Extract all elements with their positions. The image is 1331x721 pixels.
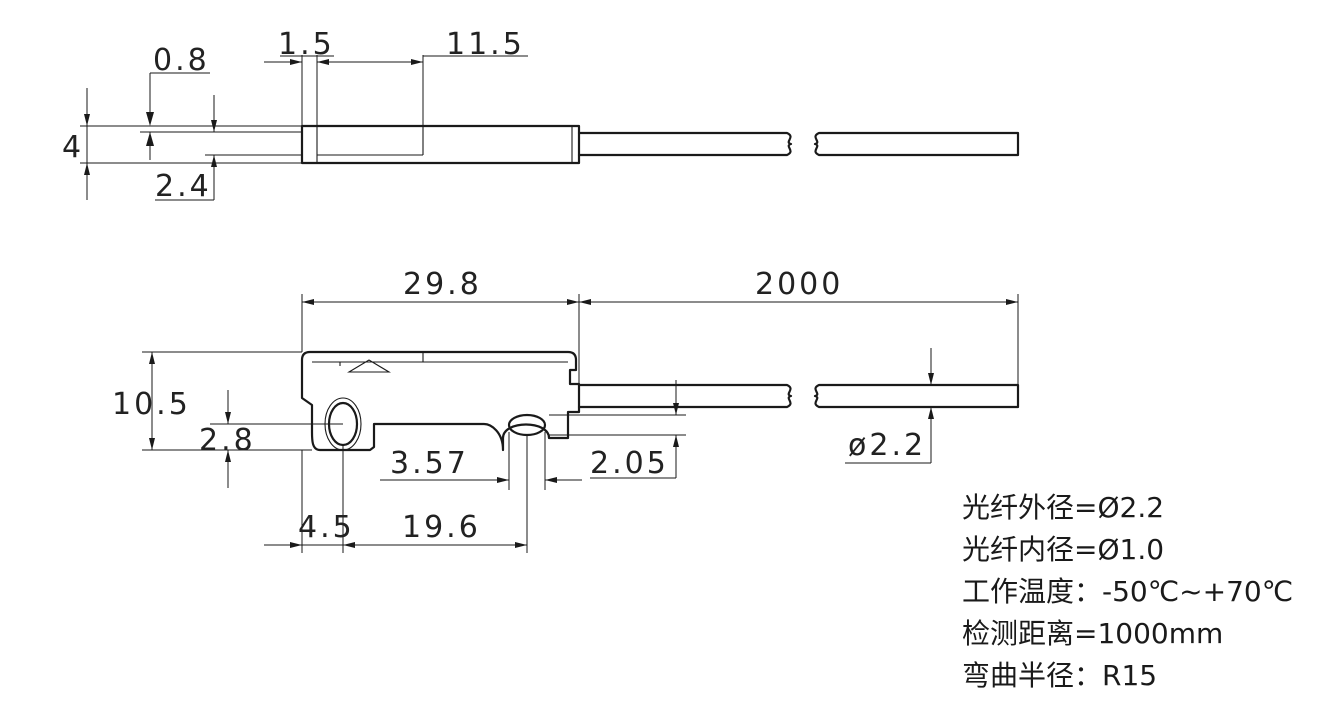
dim-2000: 2000 — [755, 267, 843, 302]
dim-2-4: 2.4 — [155, 169, 212, 204]
top-view: 0.8 1.5 11.5 4 2.4 — [62, 27, 1020, 204]
dim-2-8: 2.8 — [199, 423, 256, 458]
dim-1-5: 1.5 — [278, 27, 335, 62]
dim-diameter-2-2: ø2.2 — [848, 428, 926, 463]
dim-4: 4 — [62, 130, 84, 165]
dim-3-57: 3.57 — [390, 446, 469, 481]
top-fiber-cable — [577, 131, 1020, 157]
spec-operating-temperature: 工作温度：-50℃~+70℃ — [962, 575, 1294, 608]
spec-detection-distance: 检测距离=1000mm — [962, 617, 1224, 650]
spec-bend-radius: 弯曲半径：R15 — [962, 659, 1158, 692]
dim-2-05: 2.05 — [590, 446, 669, 481]
side-sensor-body — [300, 350, 581, 452]
dim-4-5: 4.5 — [298, 510, 355, 545]
top-sensor-body — [300, 124, 581, 165]
dim-29-8: 29.8 — [403, 267, 482, 302]
spec-fiber-outer-diameter: 光纤外径=Ø2.2 — [962, 491, 1165, 524]
dim-19-6: 19.6 — [402, 510, 481, 545]
side-fiber-cable — [577, 383, 1020, 409]
dim-0-8: 0.8 — [153, 43, 210, 78]
spec-fiber-inner-diameter: 光纤内径=Ø1.0 — [962, 533, 1165, 566]
dim-10-5: 10.5 — [112, 387, 191, 422]
dim-11-5: 11.5 — [446, 27, 525, 62]
direction-triangle-mark — [347, 359, 391, 373]
side-view: 29.8 2000 10.5 2.8 3.57 2.05 ø2.2 4.5 19… — [112, 267, 1020, 553]
